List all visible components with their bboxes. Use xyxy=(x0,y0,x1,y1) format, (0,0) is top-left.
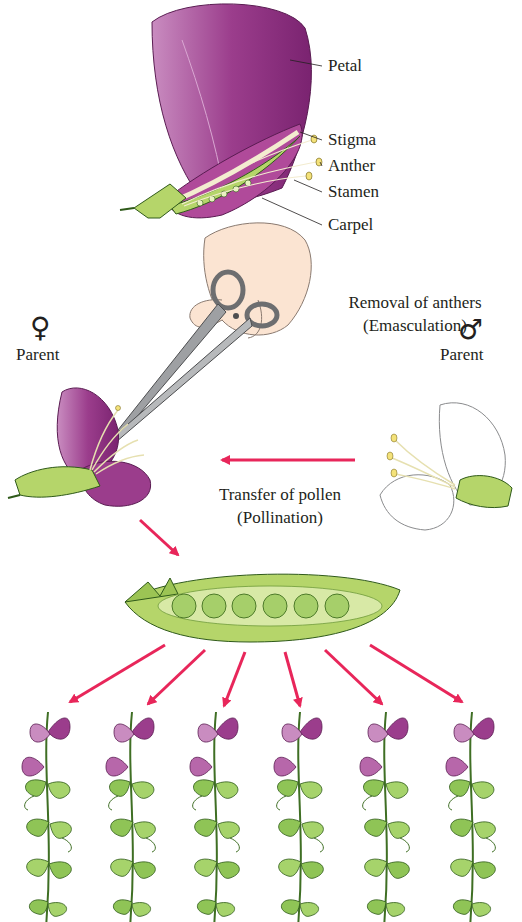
male-symbol: ♂ xyxy=(458,316,483,344)
female-symbol: ♀ xyxy=(30,314,51,342)
parent-label: Parent xyxy=(16,344,59,367)
part-label: Petal xyxy=(328,55,362,78)
parent-label: Parent xyxy=(440,344,483,367)
part-label: Stigma xyxy=(328,129,376,152)
step-label: Transfer of pollen (Pollination) xyxy=(192,484,368,530)
part-label: Stamen xyxy=(328,181,379,204)
part-label: Carpel xyxy=(328,214,373,237)
part-label: Anther xyxy=(328,155,375,178)
